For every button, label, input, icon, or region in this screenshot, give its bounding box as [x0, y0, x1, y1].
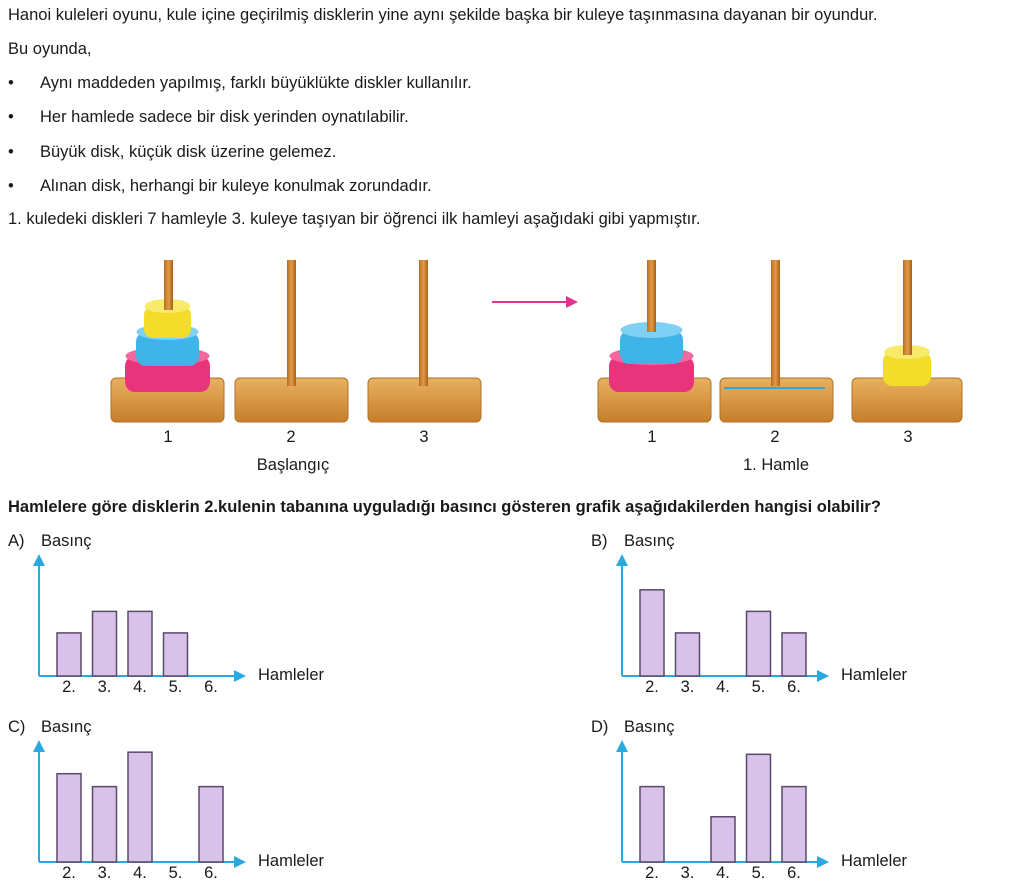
x-tick-label: 4.	[716, 678, 730, 696]
x-tick-label: 4.	[716, 864, 730, 882]
x-axis-arrow-icon	[817, 670, 829, 682]
option-letter: C)	[8, 718, 26, 736]
tower-1-after	[597, 260, 712, 423]
hanoi-illustration	[110, 260, 963, 423]
y-axis-arrow-icon	[616, 554, 628, 566]
rule-text: Aynı maddeden yapılmış, farklı büyüklükt…	[40, 74, 472, 92]
y-axis-arrow-icon	[33, 740, 45, 752]
bar	[127, 610, 153, 677]
tower-1-start	[110, 260, 225, 423]
x-tick-label: 2.	[645, 864, 659, 882]
x-tick-label: 3.	[680, 678, 695, 696]
question-text: Hamlelere göre disklerin 2.kulenin taban…	[8, 498, 881, 516]
tower-2-start	[234, 260, 349, 423]
intro-line-3: 1. kuledeki diskleri 7 hamleyle 3. kuley…	[8, 210, 701, 228]
rule-text: Büyük disk, küçük disk üzerine gelemez.	[40, 143, 337, 161]
small-disk	[144, 299, 191, 338]
y-axis-label: Basınç	[41, 532, 92, 550]
tower-label: 3	[419, 428, 429, 446]
x-tick-label: 3.	[97, 864, 112, 882]
tower-2-after	[719, 260, 834, 423]
tower-label: 1	[163, 428, 173, 446]
option-letter: D)	[591, 718, 609, 736]
bar	[781, 785, 807, 863]
bullet-icon: •	[8, 74, 14, 92]
bar	[745, 753, 772, 863]
bullet-icon: •	[8, 143, 14, 161]
rule-text: Alınan disk, herhangi bir kuleye konulma…	[40, 177, 432, 195]
tower-label: 2	[286, 428, 296, 446]
rule-text: Her hamlede sadece bir disk yerinden oyn…	[40, 108, 409, 126]
bar	[710, 816, 736, 863]
after-caption: 1. Hamle	[742, 456, 810, 474]
x-tick-label: 4.	[133, 678, 147, 696]
x-tick-label: 5.	[751, 678, 766, 696]
x-axis-label: Hamleler	[258, 852, 325, 870]
intro-line-2: Bu oyunda,	[8, 40, 92, 58]
bar	[639, 589, 665, 677]
x-tick-label: 2.	[62, 864, 76, 882]
bar	[91, 785, 118, 863]
y-axis-label: Basınç	[41, 718, 92, 736]
x-tick-label: 4.	[133, 864, 147, 882]
x-tick-label: 5.	[168, 678, 183, 696]
tower-pole	[287, 260, 296, 386]
x-axis-arrow-icon	[234, 856, 246, 868]
start-caption: Başlangıç	[256, 456, 330, 474]
x-axis-arrow-icon	[817, 856, 829, 868]
x-tick-label: 3.	[97, 678, 112, 696]
bar	[781, 632, 807, 677]
option-chart-svg	[616, 554, 829, 682]
tower-3-start	[367, 260, 482, 423]
x-tick-label: 6.	[787, 678, 801, 696]
bullet-icon: •	[8, 108, 14, 126]
bullet-icon: •	[8, 177, 14, 195]
bar	[198, 785, 224, 863]
x-tick-label: 2.	[62, 678, 76, 696]
bar	[639, 785, 665, 863]
tower-label: 3	[903, 428, 913, 446]
option-letter: A)	[8, 532, 25, 550]
x-axis-label: Hamleler	[841, 666, 908, 684]
bar	[91, 610, 118, 677]
y-axis-arrow-icon	[33, 554, 45, 566]
x-tick-label: 2.	[645, 678, 659, 696]
x-axis-label: Hamleler	[841, 852, 908, 870]
x-tick-label: 6.	[787, 864, 801, 882]
y-axis-label: Basınç	[624, 532, 675, 550]
x-tick-label: 3.	[680, 864, 695, 882]
x-tick-label: 6.	[204, 864, 218, 882]
hanoi-figure: 1 2 3 Başlangıç 1 2 3 1. Hamle	[0, 240, 1034, 490]
bar	[127, 751, 153, 863]
option-letter: B)	[591, 532, 608, 550]
x-axis-label: Hamleler	[258, 666, 325, 684]
option-chart-svg	[616, 740, 829, 868]
option-chart-svg	[33, 740, 246, 868]
option-chart-svg	[33, 554, 246, 682]
arrow-icon	[492, 296, 578, 308]
bar	[674, 632, 701, 677]
y-axis-arrow-icon	[616, 740, 628, 752]
bar	[162, 632, 189, 677]
x-tick-label: 5.	[168, 864, 183, 882]
tower-label: 2	[770, 428, 780, 446]
bar	[745, 610, 772, 677]
bar	[56, 632, 82, 677]
tower-3-after	[851, 260, 963, 423]
tower-pole	[419, 260, 428, 386]
y-axis-label: Basınç	[624, 718, 675, 736]
x-tick-label: 5.	[751, 864, 766, 882]
bar	[56, 772, 82, 863]
tower-label: 1	[647, 428, 657, 446]
x-tick-label: 6.	[204, 678, 218, 696]
intro-line-1: Hanoi kuleleri oyunu, kule içine geçiril…	[8, 6, 878, 24]
tower-pole	[771, 260, 780, 386]
x-axis-arrow-icon	[234, 670, 246, 682]
